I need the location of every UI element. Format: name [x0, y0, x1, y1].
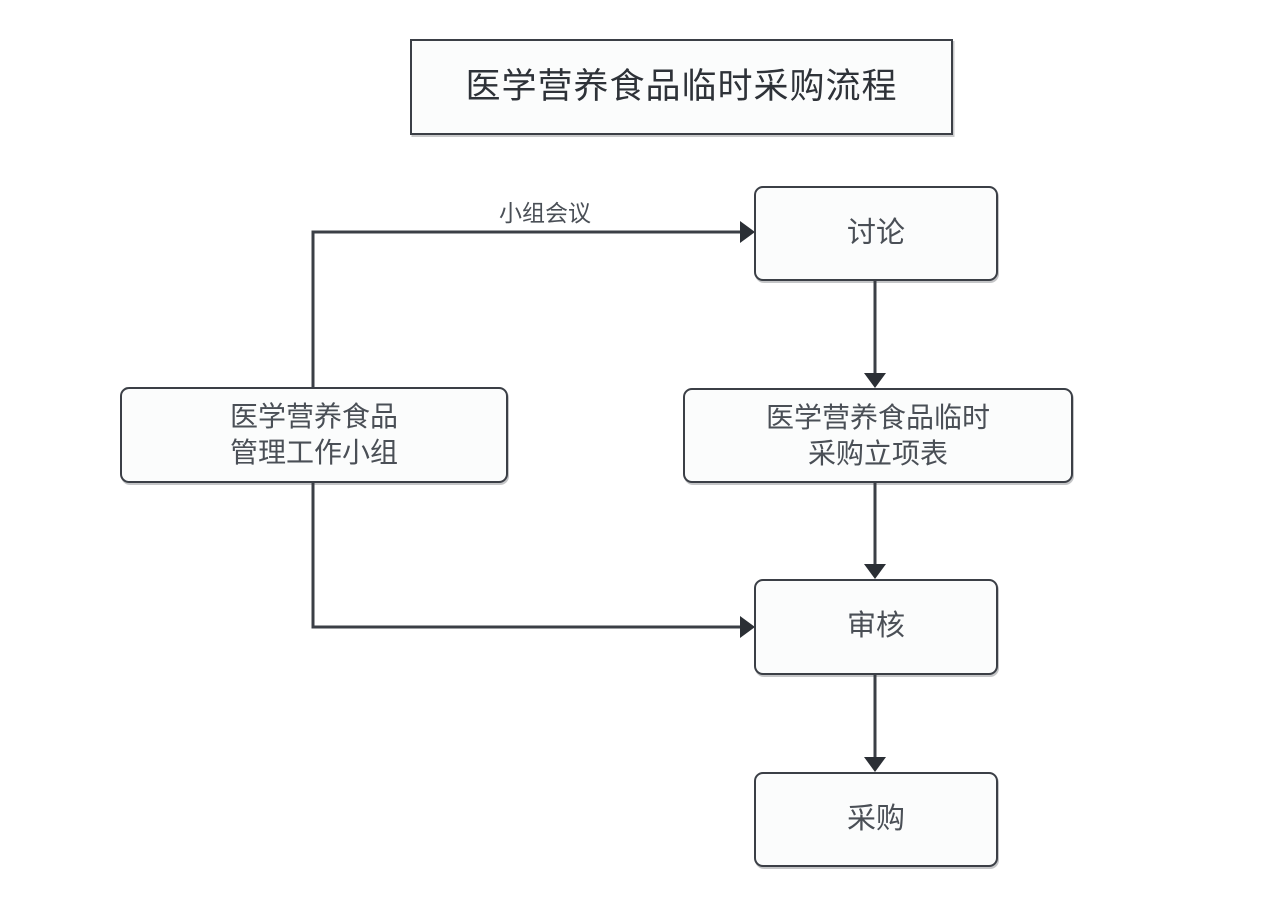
edge-label-group-meeting: 小组会议: [499, 200, 591, 226]
diagram-title-box: 医学营养食品临时采购流程: [410, 39, 953, 135]
arrowhead-review-to-purchase: [864, 757, 886, 772]
node-purchase[interactable]: 采购: [754, 772, 998, 867]
node-review[interactable]: 审核: [754, 579, 998, 675]
node-discussion[interactable]: 讨论: [754, 186, 998, 281]
arrowhead-workgroup-to-review: [740, 616, 755, 638]
node-application-form[interactable]: 医学营养食品临时 采购立项表: [683, 388, 1073, 483]
edge-workgroup-to-review: [311, 482, 742, 629]
arrowhead-discussion-to-form: [864, 373, 886, 388]
arrowhead-workgroup-to-discussion: [740, 221, 755, 243]
node-workgroup[interactable]: 医学营养食品 管理工作小组: [120, 387, 508, 483]
arrowhead-form-to-review: [864, 564, 886, 579]
edge-workgroup-to-discussion: [311, 230, 742, 388]
